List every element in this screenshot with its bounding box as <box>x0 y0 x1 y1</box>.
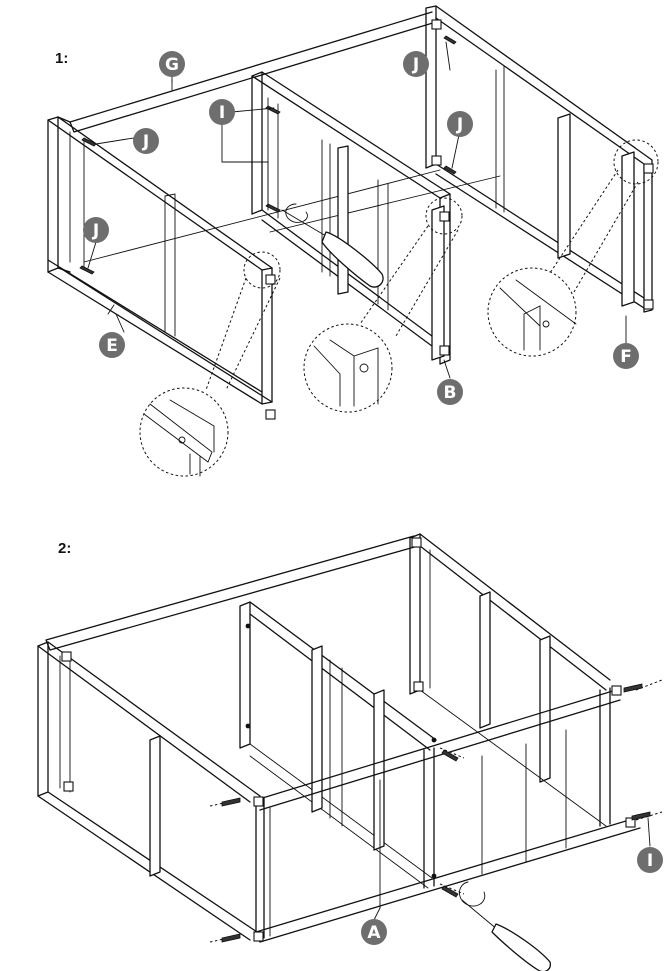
callout-b: B <box>437 379 463 405</box>
end-foot <box>643 163 654 174</box>
front-rail-a <box>61 537 641 943</box>
svg-text:B: B <box>444 383 457 403</box>
detail-magnifier-icon <box>487 267 577 357</box>
callout-e: E <box>99 332 125 358</box>
bolt-icon <box>623 683 643 693</box>
callout-j-mid-right: J <box>447 111 473 137</box>
callout-g: G <box>159 51 185 77</box>
callout-a: A <box>361 919 387 945</box>
svg-text:J: J <box>92 221 99 241</box>
callout-j-left-bottom: J <box>83 217 109 243</box>
end-foot <box>431 19 442 30</box>
detail-middle <box>303 197 463 413</box>
svg-text:I: I <box>219 103 225 123</box>
svg-text:G: G <box>165 55 179 75</box>
callout-i: I <box>209 99 235 125</box>
step-1-label: 1: <box>55 50 68 67</box>
detail-left <box>139 251 281 477</box>
svg-text:J: J <box>456 115 463 135</box>
bolt-icon <box>441 749 459 762</box>
left-end-frame-e <box>47 116 276 420</box>
svg-text:J: J <box>412 55 419 75</box>
svg-text:A: A <box>367 923 381 943</box>
callout-i-step-2: I <box>637 847 663 873</box>
rotation-arrow-icon <box>459 881 486 907</box>
bolt-icon <box>221 797 241 807</box>
back-right-frame <box>409 533 611 827</box>
callout-j-top-right: J <box>403 51 429 77</box>
left-end-frame <box>37 641 261 941</box>
bolt-icon <box>81 137 97 147</box>
svg-text:F: F <box>620 347 632 367</box>
bolt-icon <box>265 203 281 213</box>
bolt-icon <box>221 933 241 943</box>
bolts-step-2 <box>209 679 663 943</box>
detail-right <box>487 139 659 357</box>
bolt-icon <box>443 165 457 175</box>
svg-text:J: J <box>142 132 149 152</box>
step-2: 2: <box>37 533 663 971</box>
end-foot <box>265 274 276 285</box>
right-end-frame-f <box>425 5 654 313</box>
bolt-icon <box>441 885 459 898</box>
bolt-icon <box>443 35 457 45</box>
bolts-j <box>79 35 457 275</box>
detail-magnifier-icon <box>303 323 393 413</box>
end-foot <box>643 299 654 310</box>
svg-text:I: I <box>647 851 653 871</box>
rotation-arrow-icon <box>285 203 308 223</box>
step-2-label: 2: <box>58 540 71 557</box>
step-1: 1: <box>47 5 659 477</box>
callout-f: F <box>613 343 639 369</box>
bolt-icon <box>631 811 651 821</box>
divider-foot <box>439 345 450 356</box>
end-foot <box>431 155 442 166</box>
middle-divider <box>239 601 437 889</box>
detail-magnifier-icon <box>139 387 229 477</box>
svg-text:E: E <box>106 336 118 356</box>
screwdriver-icon <box>281 203 384 288</box>
callout-j-left-top: J <box>133 128 159 154</box>
divider-foot <box>439 211 450 222</box>
middle-divider-frame-b <box>251 71 451 365</box>
screwdriver-icon <box>459 881 551 971</box>
bolt-icon <box>79 265 95 275</box>
back-rail-g <box>69 11 437 133</box>
end-foot <box>265 409 276 420</box>
